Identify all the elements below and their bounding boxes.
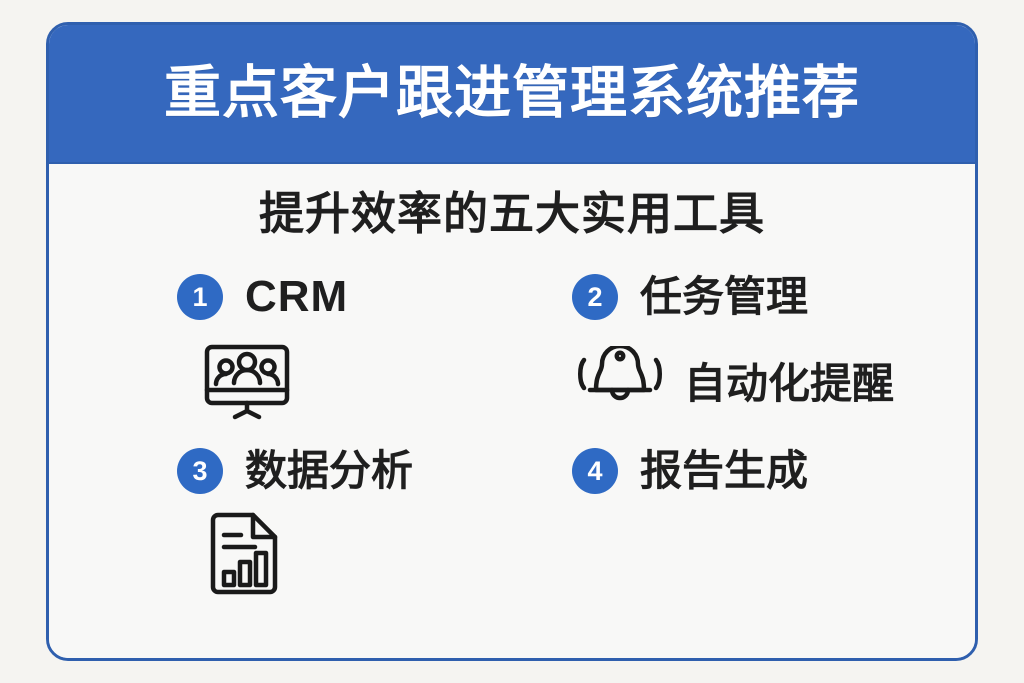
icon-item-label: 自动化提醒 — [684, 360, 895, 408]
list-item: 1 CRM — [89, 258, 512, 336]
item-label: 报告生成 — [640, 447, 809, 495]
poster-body: 提升效率的五大实用工具 1 CRM 2 任务管理 — [49, 164, 975, 658]
list-item: 4 报告生成 — [512, 432, 935, 510]
monitor-people-icon — [203, 343, 299, 426]
document-chart-icon — [203, 510, 289, 607]
list-item — [89, 510, 512, 606]
list-item: 2 任务管理 — [512, 258, 935, 336]
item-number-badge: 3 — [177, 448, 223, 495]
item-number-badge: 1 — [177, 274, 223, 321]
list-item — [89, 336, 512, 432]
tools-grid: 1 CRM 2 任务管理 — [89, 258, 935, 606]
item-label: 任务管理 — [640, 273, 809, 321]
item-number-badge: 2 — [572, 274, 618, 321]
poster-subtitle: 提升效率的五大实用工具 — [258, 188, 765, 239]
item-number-badge: 4 — [572, 448, 618, 495]
item-label: 数据分析 — [245, 447, 414, 495]
bell-ringing-icon — [572, 343, 668, 423]
page-title: 重点客户跟进管理系统推荐 — [164, 61, 860, 125]
poster-card: 重点客户跟进管理系统推荐 提升效率的五大实用工具 1 CRM 2 任务管理 — [46, 22, 978, 661]
list-item: 自动化提醒 — [512, 336, 935, 432]
item-label: CRM — [245, 272, 349, 322]
list-item: 3 数据分析 — [89, 432, 512, 510]
poster-header: 重点客户跟进管理系统推荐 — [49, 25, 975, 164]
